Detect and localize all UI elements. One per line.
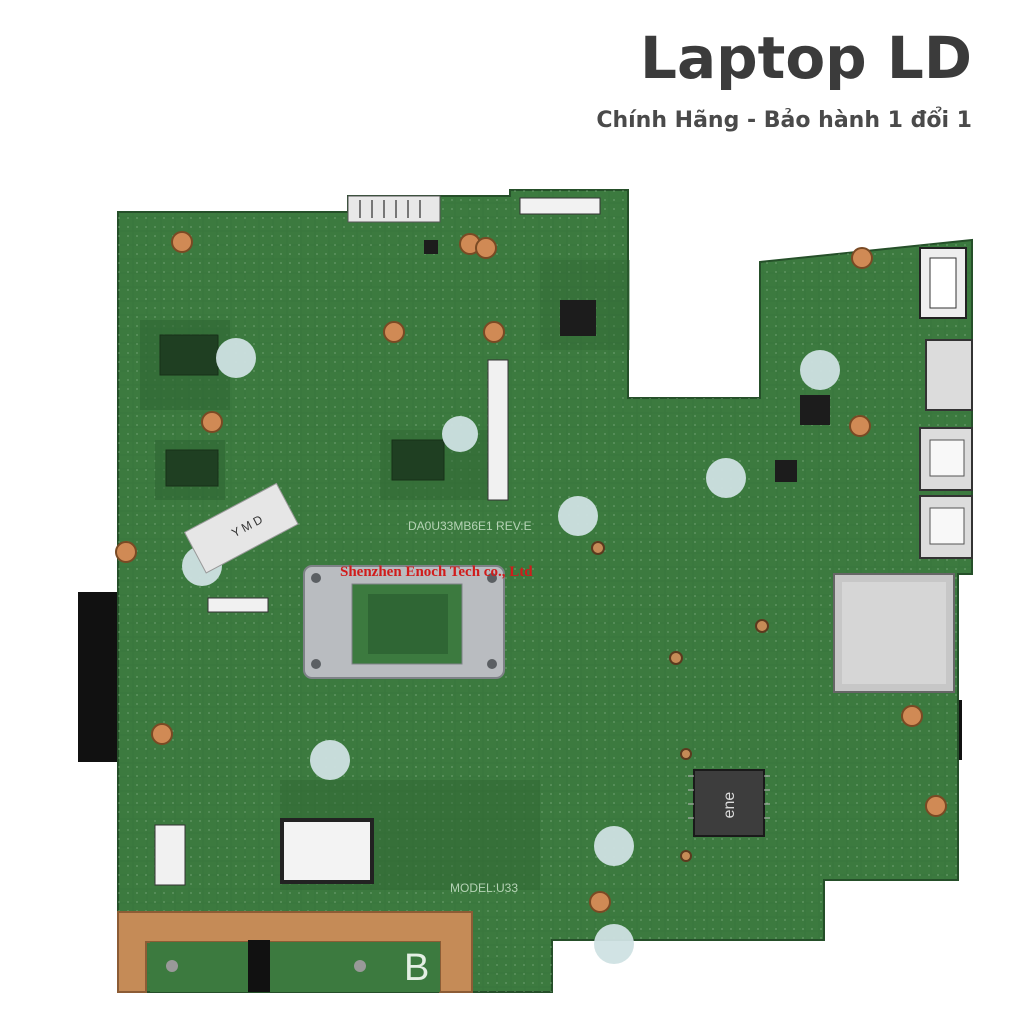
zone-label: B xyxy=(404,947,429,989)
battery-connector xyxy=(347,195,441,223)
chip-logo: ene xyxy=(721,792,738,819)
vendor-watermark: Shenzhen Enoch Tech co., Ltd xyxy=(340,564,533,580)
silk-model-number: DA0U33MB6E1 REV:E xyxy=(408,519,532,533)
shield-pad xyxy=(280,818,374,884)
brand-title: Laptop LD xyxy=(640,24,972,92)
fpc-connector xyxy=(487,359,509,501)
model-label: MODEL:U33 xyxy=(450,881,518,895)
brand-header: Laptop LD Chính Hãng - Bảo hành 1 đổi 1 xyxy=(596,22,972,133)
ic-chip xyxy=(560,300,596,336)
brand-subtitle: Chính Hãng - Bảo hành 1 đổi 1 xyxy=(596,108,972,133)
hdmi-port xyxy=(925,339,973,411)
date-sticker: Y M D xyxy=(183,482,299,574)
ene-controller-chip xyxy=(693,769,765,837)
cpu-bracket xyxy=(303,565,505,679)
